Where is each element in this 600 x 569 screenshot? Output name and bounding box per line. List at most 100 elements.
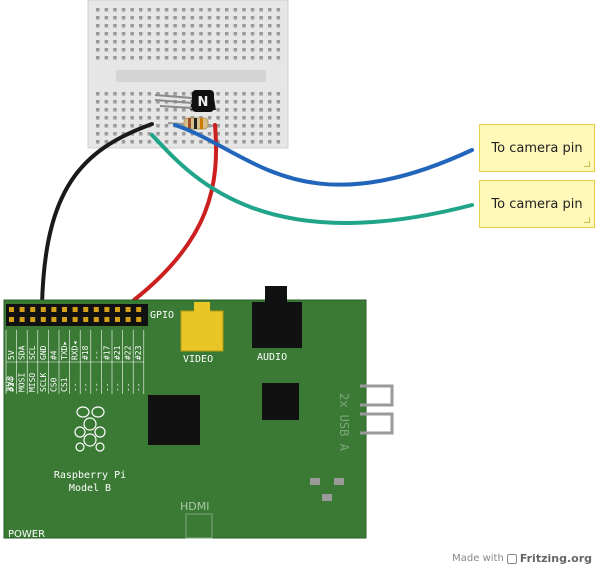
breadboard-hole: [268, 48, 272, 52]
breadboard-hole: [147, 132, 152, 136]
breadboard-hole: [113, 8, 117, 12]
breadboard-hole: [225, 124, 229, 128]
breadboard-hole: [182, 116, 186, 120]
breadboard-hole: [225, 48, 229, 52]
breadboard-hole: [130, 124, 134, 128]
breadboard-hole: [96, 32, 100, 36]
breadboard-hole: [164, 108, 169, 112]
breadboard-hole: [190, 32, 195, 36]
breadboard-hole: [139, 32, 143, 36]
breadboard-hole: [182, 92, 186, 96]
wire-teal: [150, 133, 474, 225]
breadboard-hole: [233, 16, 238, 20]
breadboard-hole: [216, 56, 220, 60]
breadboard-hole: [268, 8, 272, 12]
breadboard-hole: [182, 132, 186, 136]
breadboard-hole: [121, 48, 126, 52]
breadboard-hole: [276, 124, 281, 128]
breadboard-hole: [233, 124, 238, 128]
breadboard-hole: [173, 140, 177, 144]
gpio-pin-label: --: [81, 382, 90, 392]
breadboard-hole: [242, 16, 246, 20]
breadboard-hole: [207, 48, 212, 52]
breadboard-hole: [225, 32, 229, 36]
breadboard-hole: [268, 32, 272, 36]
breadboard-hole: [207, 32, 212, 36]
raspberry-pi-board: GPIO 5V#24SDAMOSISCLMISOGNDSCLK#4CS0TXD▸…: [3, 286, 394, 540]
breadboard-hole: [156, 92, 160, 96]
breadboard-hole: [250, 48, 255, 52]
breadboard-hole: [199, 48, 203, 52]
breadboard-hole: [147, 100, 152, 104]
breadboard-hole: [104, 92, 109, 96]
breadboard-hole: [250, 24, 255, 28]
breadboard-hole: [130, 92, 134, 96]
breadboard-hole: [225, 92, 229, 96]
gpio-pin-label: --: [71, 382, 80, 392]
board-name-line2: Model B: [69, 483, 111, 494]
breadboard-hole: [173, 116, 177, 120]
gpio-pin-label: --: [102, 382, 111, 392]
breadboard-hole: [259, 132, 263, 136]
gpio-label: GPIO: [150, 310, 174, 321]
breadboard-hole: [259, 16, 263, 20]
breadboard-hole: [259, 124, 263, 128]
breadboard-hole: [147, 16, 152, 20]
breadboard-hole: [259, 56, 263, 60]
breadboard-hole: [216, 40, 220, 44]
breadboard-hole: [216, 132, 220, 136]
breadboard-hole: [216, 32, 220, 36]
breadboard-hole: [147, 92, 152, 96]
breadboard-hole: [104, 108, 109, 112]
gpio-pin: [9, 317, 14, 322]
wire-black: [40, 122, 154, 307]
breadboard-hole: [276, 100, 281, 104]
gpio-pin-label: 5V: [7, 350, 16, 360]
breadboard-hole: [216, 92, 220, 96]
breadboard-hole: [250, 8, 255, 12]
breadboard-hole: [268, 140, 272, 144]
breadboard-hole: [268, 132, 272, 136]
breadboard-hole: [113, 48, 117, 52]
breadboard-hole: [113, 108, 117, 112]
gpio-pin: [51, 307, 57, 312]
breadboard-hole: [139, 24, 143, 28]
ethernet-chip: [262, 383, 299, 420]
breadboard-hole: [113, 116, 117, 120]
breadboard-hole: [190, 140, 195, 144]
breadboard-hole: [250, 140, 255, 144]
breadboard-hole: [121, 100, 126, 104]
breadboard-hole: [242, 124, 246, 128]
breadboard-hole: [139, 40, 143, 44]
breadboard-hole: [242, 40, 246, 44]
gpio-pin-label: SDA: [18, 345, 27, 360]
breadboard-hole: [276, 24, 281, 28]
breadboard-hole: [130, 48, 134, 52]
breadboard-hole: [216, 140, 220, 144]
breadboard-hole: [96, 8, 100, 12]
fritzing-credit[interactable]: Made with Fritzing.org: [452, 552, 592, 565]
breadboard-hole: [216, 124, 220, 128]
breadboard-hole: [173, 40, 177, 44]
breadboard-hole: [250, 116, 255, 120]
breadboard-hole: [250, 40, 255, 44]
breadboard-hole: [104, 16, 109, 20]
breadboard-hole: [233, 140, 238, 144]
breadboard-hole: [242, 48, 246, 52]
breadboard-hole: [147, 40, 152, 44]
breadboard-hole: [104, 24, 109, 28]
breadboard-hole: [268, 116, 272, 120]
breadboard-hole: [225, 40, 229, 44]
breadboard-hole: [207, 132, 212, 136]
breadboard-hole: [156, 8, 160, 12]
gpio-pin-label: #4: [49, 350, 58, 360]
breadboard-hole: [130, 116, 134, 120]
breadboard-hole: [130, 100, 134, 104]
breadboard-hole: [190, 40, 195, 44]
breadboard-hole: [121, 108, 126, 112]
power-label: POWER: [8, 529, 45, 540]
board-name-line1: Raspberry Pi: [54, 470, 126, 481]
gpio-pin: [115, 317, 120, 322]
breadboard-hole: [121, 40, 126, 44]
breadboard-hole: [225, 140, 229, 144]
